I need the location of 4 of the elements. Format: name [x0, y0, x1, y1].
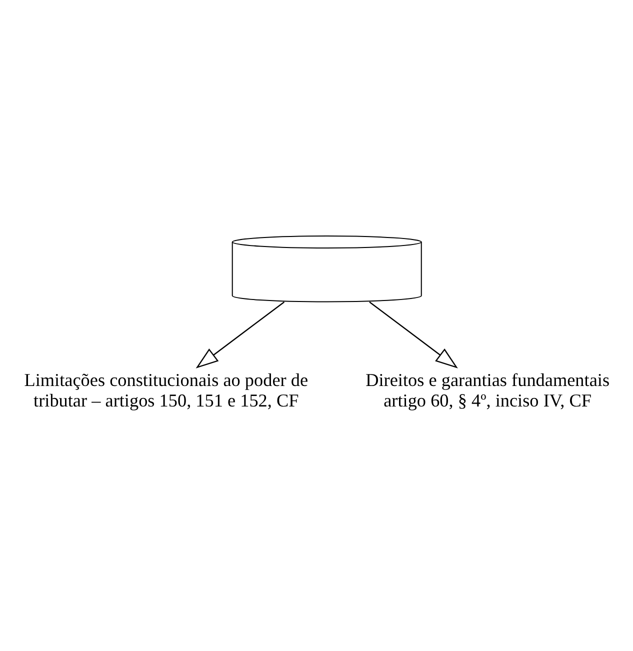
- node-text: Limitações constitucionais ao poder de tributar – artigos 150, 151 e 152, CF: [24, 370, 308, 410]
- arrow: [196, 300, 285, 368]
- arrow: [369, 300, 458, 368]
- node-text: Direitos e garantias fundamentais artigo 60, § 4º, inciso IV, CF: [366, 370, 610, 410]
